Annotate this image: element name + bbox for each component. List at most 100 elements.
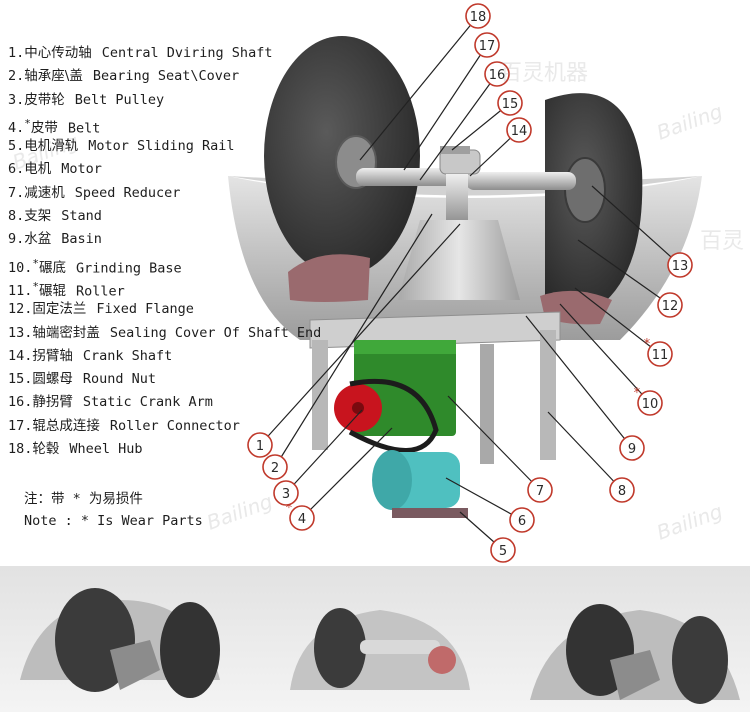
callout-number-5: 5 <box>499 544 507 559</box>
legend-en: Central Dviring Shaft <box>101 45 273 61</box>
legend-item: 8.支架 Stand <box>8 205 338 228</box>
legend-en: Fixed Flange <box>96 301 194 318</box>
callout-circle-10 <box>637 390 663 416</box>
legend-en: Speed Reducer <box>74 184 181 201</box>
callout-number-12: 12 <box>662 299 679 314</box>
callout-circle-15 <box>497 90 523 116</box>
leader-line-10 <box>559 303 651 404</box>
legend-en: Stand <box>61 208 102 225</box>
callout-circle-1 <box>247 432 273 458</box>
roller-connector <box>356 168 466 186</box>
legend-cn: 轴端密封盖 <box>32 324 100 341</box>
note-cn-prefix: 注：带 <box>24 491 65 507</box>
legend-item: 12.固定法兰 Fixed Flange <box>8 298 338 321</box>
preview-thumbnail-2 <box>290 608 470 690</box>
legend-number: 10. <box>8 260 33 277</box>
watermark-brand: Bailing <box>654 99 726 145</box>
callout-number-14: 14 <box>511 124 528 139</box>
legend-cn: 皮带 <box>30 120 58 137</box>
watermark-cn-short: 百灵 <box>700 229 744 254</box>
legend-number: 3. <box>8 91 25 108</box>
leader-line-2 <box>274 213 433 468</box>
callout-circle-11 <box>647 341 673 367</box>
callout-circle-16 <box>484 61 510 87</box>
callout-number-10: 10 <box>642 397 659 412</box>
callout-circle-4 <box>289 505 315 531</box>
preview-thumbnail-1 <box>20 588 220 698</box>
watermark-brand: Bailing <box>204 489 276 535</box>
legend-cn: 皮带轮 <box>24 91 65 108</box>
legend-en: Sealing Cover Of Shaft End <box>109 324 322 341</box>
callout-circle-7 <box>527 477 553 503</box>
grinding-base-left <box>288 254 370 302</box>
callout-circle-18 <box>465 3 491 29</box>
watermark-cn: 百灵机器 <box>500 61 588 86</box>
leader-line-18 <box>359 15 479 161</box>
legend-number: 7. <box>8 184 25 201</box>
callout-wear-star-10: * <box>633 386 641 401</box>
leader-line-16 <box>419 73 498 181</box>
callout-circle-17 <box>474 32 500 58</box>
legend-number: 8. <box>8 208 25 225</box>
legend-number: 1. <box>8 45 25 61</box>
legend-number: 12. <box>8 301 33 318</box>
callout-number-9: 9 <box>628 442 636 457</box>
leader-line-6 <box>445 477 523 521</box>
legend-number: 9. <box>8 231 25 248</box>
legend-en: Motor Sliding Rail <box>88 138 235 155</box>
leader-line-3 <box>285 409 363 494</box>
legend-cn: 固定法兰 <box>32 301 87 318</box>
leader-line-9 <box>525 315 633 449</box>
legend-en: Belt <box>67 120 101 137</box>
legend-number: 11. <box>8 283 33 300</box>
legend-cn: 静拐臂 <box>32 394 73 411</box>
legend-en: Static Crank Arm <box>82 394 213 411</box>
callout-number-8: 8 <box>618 484 626 499</box>
callout-number-4: 4 <box>298 512 306 527</box>
legend-en: Basin <box>61 231 102 248</box>
callout-number-1: 1 <box>256 439 264 454</box>
callout-circle-2 <box>262 454 288 480</box>
legend-cn: 碾底 <box>39 260 67 277</box>
leader-line-7 <box>447 395 541 491</box>
wear-parts-note: 注：带 * 为易损件 Note : * Is Wear Parts <box>24 488 203 532</box>
callout-circle-8 <box>609 477 635 503</box>
callout-number-11: 11 <box>652 348 669 363</box>
callout-circle-5 <box>490 537 516 563</box>
legend-cn: 水盆 <box>24 231 52 248</box>
belt <box>348 378 439 453</box>
callout-circle-14 <box>506 117 532 143</box>
callout-number-18: 18 <box>470 10 487 25</box>
legend-number: 14. <box>8 347 33 364</box>
leader-line-13 <box>591 185 681 266</box>
stand-leg-center <box>480 344 494 464</box>
callout-number-7: 7 <box>536 484 544 499</box>
note-cn-suffix: 为易损件 <box>88 491 143 507</box>
callout-number-2: 2 <box>271 461 279 476</box>
leader-lines <box>259 15 681 551</box>
legend-cn: 减速机 <box>24 184 65 201</box>
legend-en: Crank Shaft <box>82 347 173 364</box>
callout-circle-12 <box>657 292 683 318</box>
legend-cn: 支架 <box>24 208 52 225</box>
legend-number: 6. <box>8 161 25 178</box>
callout-number-17: 17 <box>479 39 496 54</box>
legend-cn: 电机 <box>24 161 52 178</box>
callout-number-3: 3 <box>282 487 290 502</box>
callout-number-16: 16 <box>489 68 506 83</box>
legend-en: Round Nut <box>82 371 157 388</box>
legend-item: 9.水盆 Basin <box>8 228 338 251</box>
legend-en: Roller Connector <box>109 417 240 434</box>
